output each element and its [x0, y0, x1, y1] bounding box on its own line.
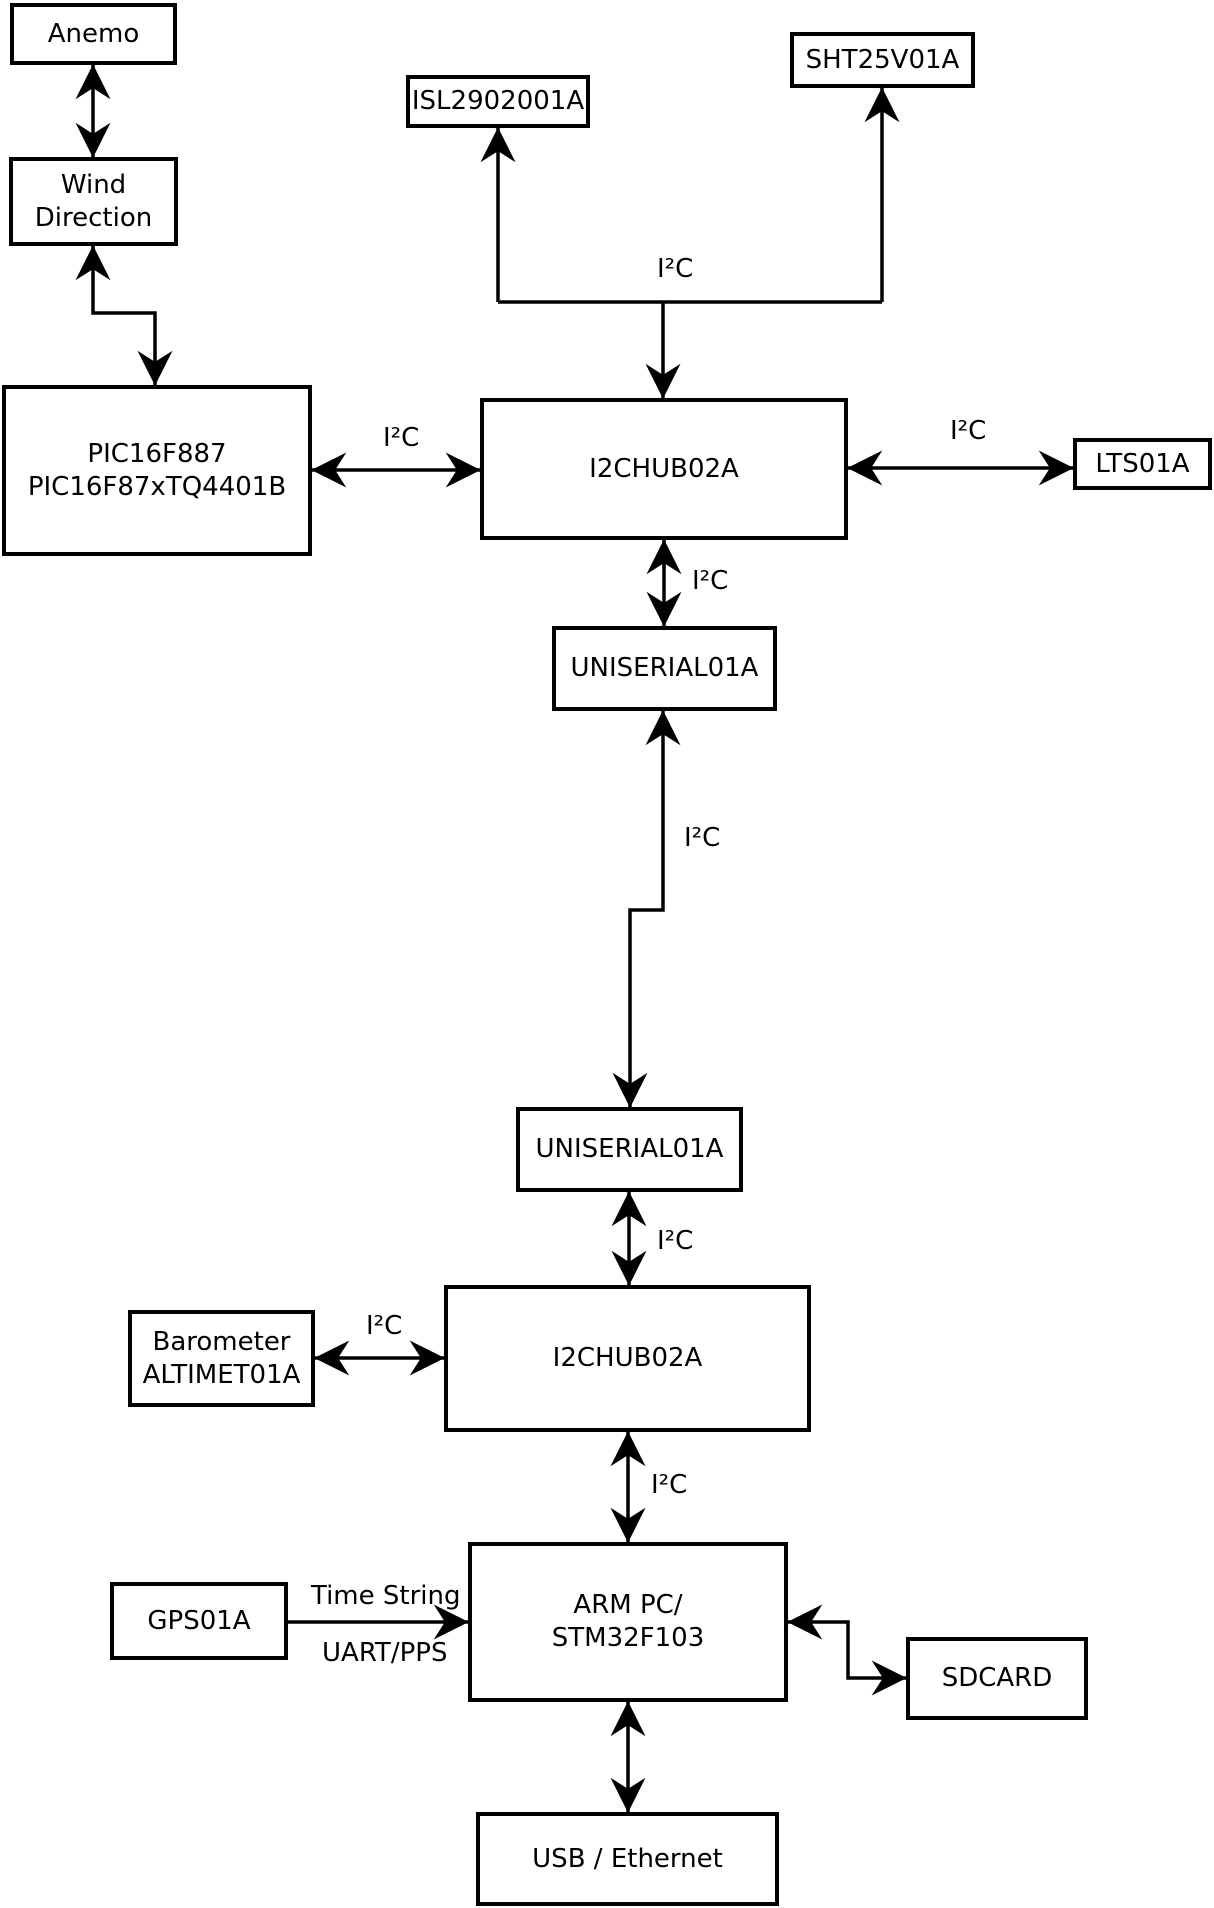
- box-i2chub02a-bottom: I2CHUB02A: [444, 1285, 811, 1432]
- wire-uni1-uni2: [612, 710, 681, 1108]
- box-uniserial01a-top: UNISERIAL01A: [552, 626, 777, 711]
- label-i2c-bus-hub1: I²C: [657, 254, 694, 284]
- box-isl2902001a-label: ISL2902001A: [411, 86, 585, 116]
- label-i2c-uni2-hub2: I²C: [657, 1226, 694, 1256]
- label-gps-uart-pps: UART/PPS: [322, 1638, 448, 1668]
- box-usb-ethernet-label: USB / Ethernet: [532, 1843, 723, 1874]
- box-arm-pc-label-line1: ARM PC/: [573, 1590, 683, 1620]
- box-anemo: Anemo: [10, 3, 177, 65]
- box-wind-direction-label-line2: Direction: [34, 202, 153, 233]
- box-sht25v01a: SHT25V01A: [790, 32, 975, 88]
- box-lts01a-label: LTS01A: [1095, 448, 1190, 479]
- label-i2c-baro-hub2: I²C: [366, 1311, 403, 1341]
- label-i2c-hub1-uni1: I²C: [692, 566, 729, 596]
- label-gps-time-string: Time String: [311, 1581, 461, 1611]
- box-anemo-label: Anemo: [47, 18, 140, 49]
- box-gps01a-label: GPS01A: [147, 1605, 251, 1636]
- box-arm-pc-stm32f103: ARM PC/ STM32F103: [468, 1542, 788, 1702]
- box-barometer-label-line2: ALTIMET01A: [142, 1359, 301, 1390]
- box-pic16f887-label-line2: PIC16F87xTQ4401B: [27, 471, 287, 502]
- box-uniserial01a-bottom: UNISERIAL01A: [516, 1107, 743, 1192]
- box-i2chub02a-top-label: I2CHUB02A: [589, 453, 739, 484]
- box-lts01a: LTS01A: [1073, 438, 1212, 490]
- box-uniserial01a-bottom-label: UNISERIAL01A: [535, 1134, 724, 1164]
- box-uniserial01a-top-label: UNISERIAL01A: [570, 653, 759, 683]
- box-sht25v01a-label: SHT25V01A: [805, 44, 960, 75]
- box-barometer-label-line1: Barometer: [152, 1326, 291, 1357]
- box-gps01a: GPS01A: [110, 1582, 288, 1660]
- box-sdcard: SDCARD: [906, 1637, 1088, 1720]
- box-pic16f887-label-line1: PIC16F887: [87, 438, 227, 469]
- box-barometer-altimet01a: Barometer ALTIMET01A: [128, 1310, 315, 1407]
- box-i2chub02a-bottom-label: I2CHUB02A: [552, 1343, 703, 1373]
- label-i2c-uni1-uni2: I²C: [684, 823, 721, 853]
- box-pic16f887: PIC16F887 PIC16F87xTQ4401B: [2, 385, 312, 556]
- wire-wind-pic: [75, 245, 173, 386]
- box-i2chub02a-top: I2CHUB02A: [480, 398, 848, 540]
- box-arm-pc-label-line2: STM32F103: [551, 1623, 705, 1653]
- wire-arm-sd: [787, 1604, 907, 1696]
- label-i2c-pic-hub1: I²C: [383, 423, 420, 453]
- box-usb-ethernet: USB / Ethernet: [476, 1812, 779, 1906]
- box-wind-direction-label-line1: Wind: [60, 169, 127, 200]
- box-wind-direction: Wind Direction: [9, 157, 178, 246]
- label-i2c-hub2-arm: I²C: [651, 1470, 688, 1500]
- box-isl2902001a: ISL2902001A: [406, 75, 590, 128]
- box-sdcard-label: SDCARD: [941, 1663, 1053, 1693]
- label-i2c-hub1-lts: I²C: [950, 416, 987, 446]
